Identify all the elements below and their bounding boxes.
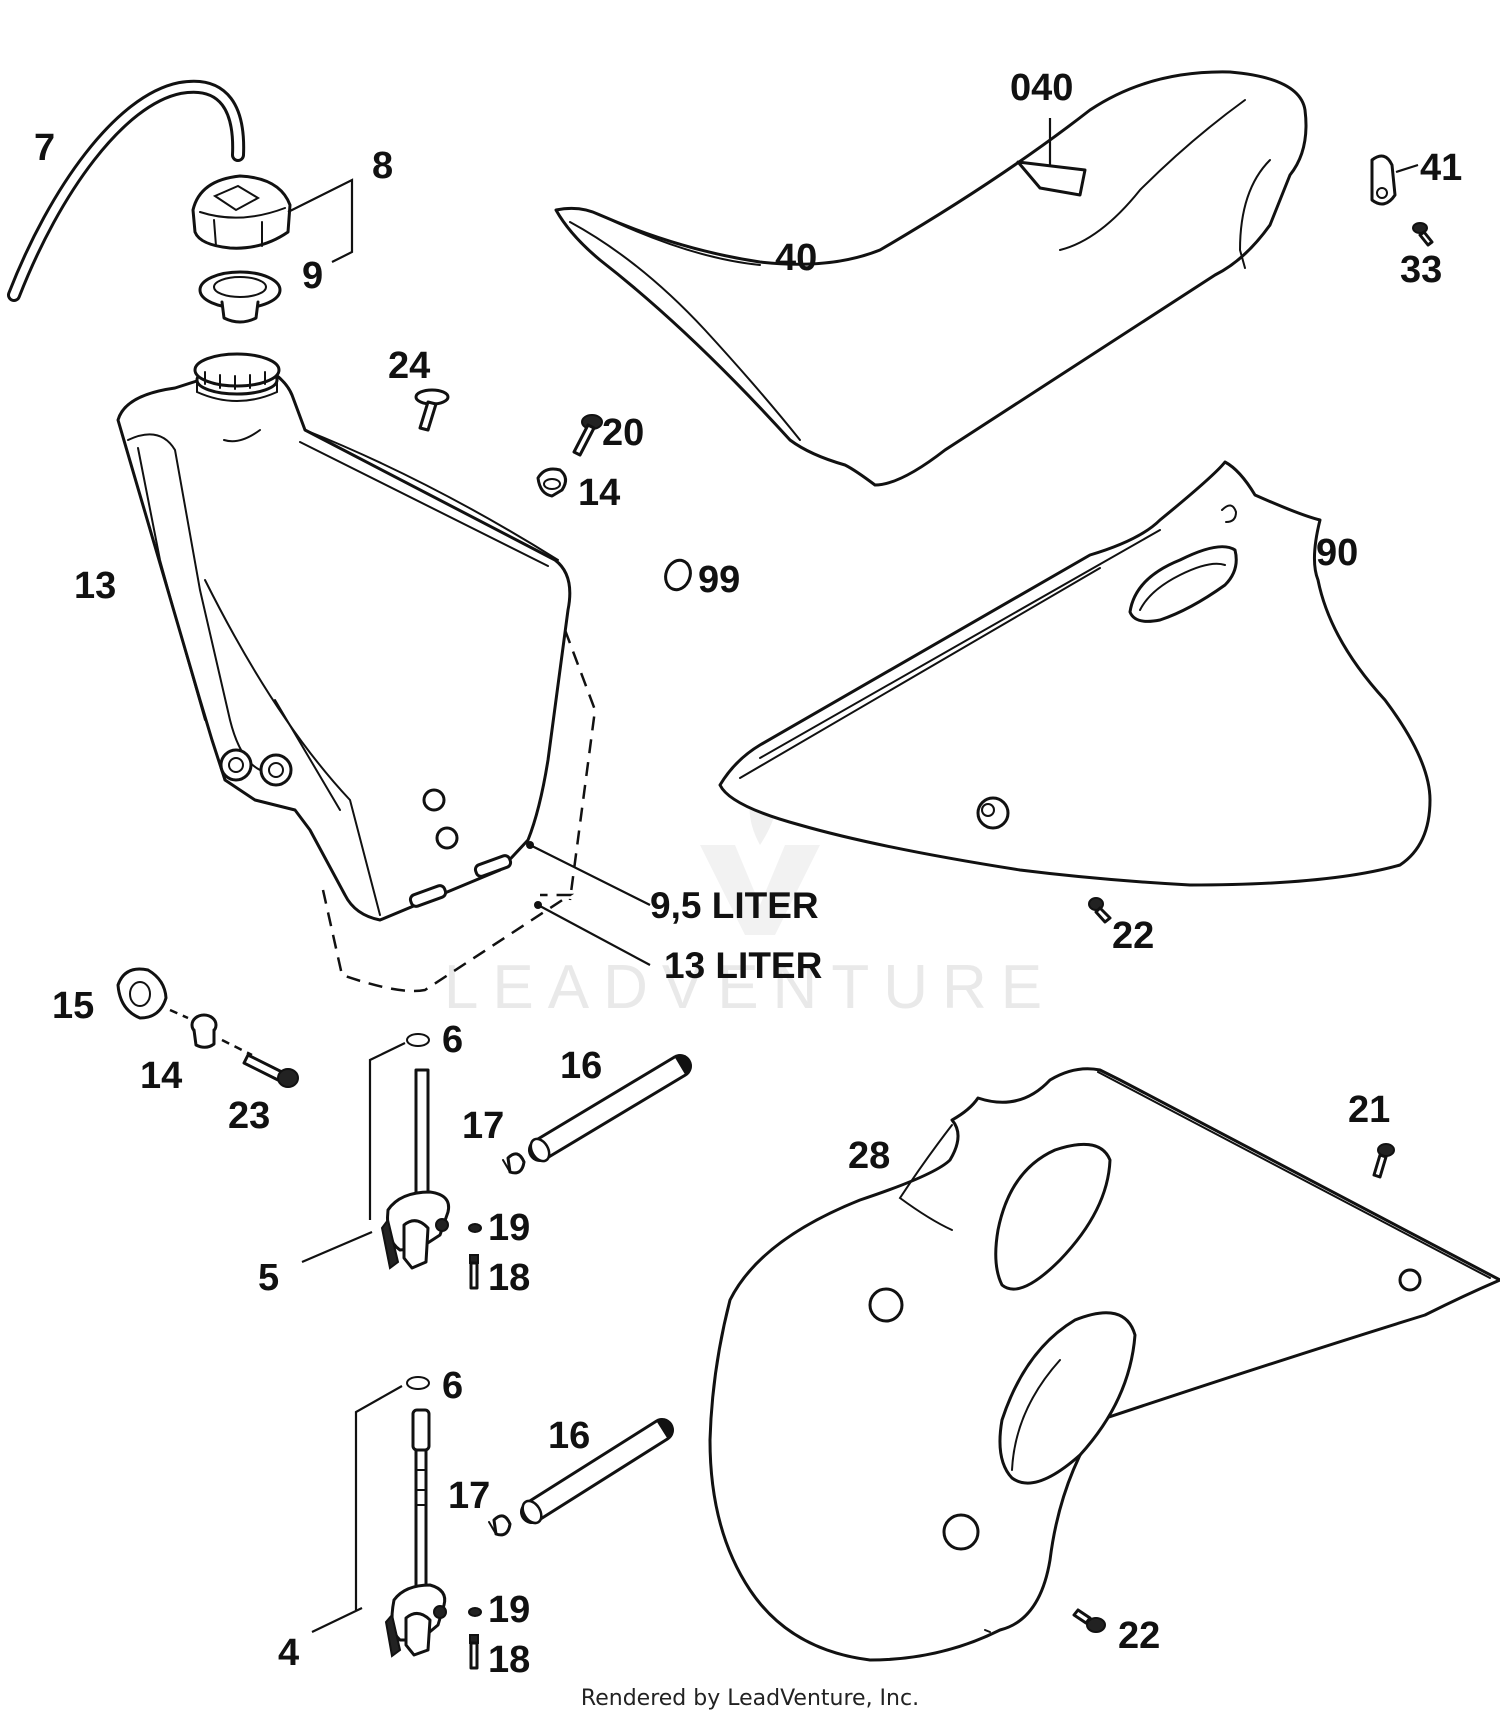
callout-41: 41 (1420, 147, 1462, 189)
callout-18-lower: 18 (488, 1639, 530, 1681)
screw-22-lower (1072, 1608, 1106, 1633)
screw-22-upper (1088, 897, 1112, 924)
callout-19-lower: 19 (488, 1589, 530, 1631)
screw-21 (1372, 1143, 1395, 1179)
cap-gasket (198, 270, 282, 324)
grommet-14-lower (190, 1013, 218, 1049)
side-panel-right (718, 460, 1432, 887)
callout-21: 21 (1348, 1089, 1390, 1131)
grommet-15 (116, 967, 168, 1020)
callout-8: 8 (372, 145, 393, 187)
callout-9: 9 (302, 255, 323, 297)
screw-33 (1412, 222, 1434, 247)
callout-6-upper: 6 (442, 1019, 463, 1061)
callout-17-lower: 17 (448, 1475, 490, 1517)
fuel-tap-5 (301, 1033, 451, 1270)
callout-15: 15 (52, 985, 94, 1027)
callout-90: 90 (1316, 532, 1358, 574)
callout-20: 20 (602, 412, 644, 454)
callout-5: 5 (258, 1257, 279, 1299)
callout-28: 28 (848, 1135, 890, 1177)
watermark-text: LEADVENTURE (444, 953, 1056, 1022)
side-panel-left (708, 1067, 1500, 1662)
hose-16-lower (520, 1418, 674, 1525)
callout-7: 7 (34, 127, 55, 169)
callout-6-lower: 6 (442, 1365, 463, 1407)
callout-4: 4 (278, 1632, 299, 1674)
callout-40: 40 (775, 237, 817, 279)
hose-16-upper (528, 1054, 692, 1163)
callout-13: 13 (74, 565, 116, 607)
callout-24: 24 (388, 345, 430, 387)
callout-19-upper: 19 (488, 1207, 530, 1249)
screw-18-lower (469, 1634, 479, 1670)
callout-040: 040 (1010, 67, 1073, 109)
callout-14-upper: 14 (578, 472, 620, 514)
callout-16-upper: 16 (560, 1045, 602, 1087)
clamp-17-upper (502, 1152, 526, 1175)
bolt-20 (572, 414, 603, 457)
fuel-cap (191, 174, 292, 250)
callout-18-upper: 18 (488, 1257, 530, 1299)
callout-33: 33 (1400, 249, 1442, 291)
washer-19-lower (468, 1607, 482, 1617)
callout-17-upper: 17 (462, 1105, 504, 1147)
callout-23: 23 (228, 1095, 270, 1137)
callout-14-lower: 14 (140, 1055, 182, 1097)
grommet-14-upper (536, 467, 567, 498)
fuel-tap-4 (311, 1376, 447, 1658)
footer-credit: Rendered by LeadVenture, Inc. (580, 1686, 920, 1711)
vent-hose (7, 79, 246, 302)
fuel-tank (116, 352, 597, 993)
seat (554, 70, 1419, 487)
clamp-17-lower (488, 1514, 512, 1537)
bolt-23 (242, 1053, 299, 1088)
capacity-note-large: 13 LITER (664, 945, 822, 986)
capacity-note-small: 9,5 LITER (650, 885, 819, 926)
callout-16-lower: 16 (548, 1415, 590, 1457)
plug-99 (664, 558, 692, 592)
callout-22-upper: 22 (1112, 915, 1154, 957)
screw-18-upper (469, 1254, 479, 1290)
washer-19-upper (468, 1223, 482, 1233)
callout-99: 99 (698, 559, 740, 601)
callout-22-lower: 22 (1118, 1615, 1160, 1657)
screw-24 (414, 388, 450, 432)
